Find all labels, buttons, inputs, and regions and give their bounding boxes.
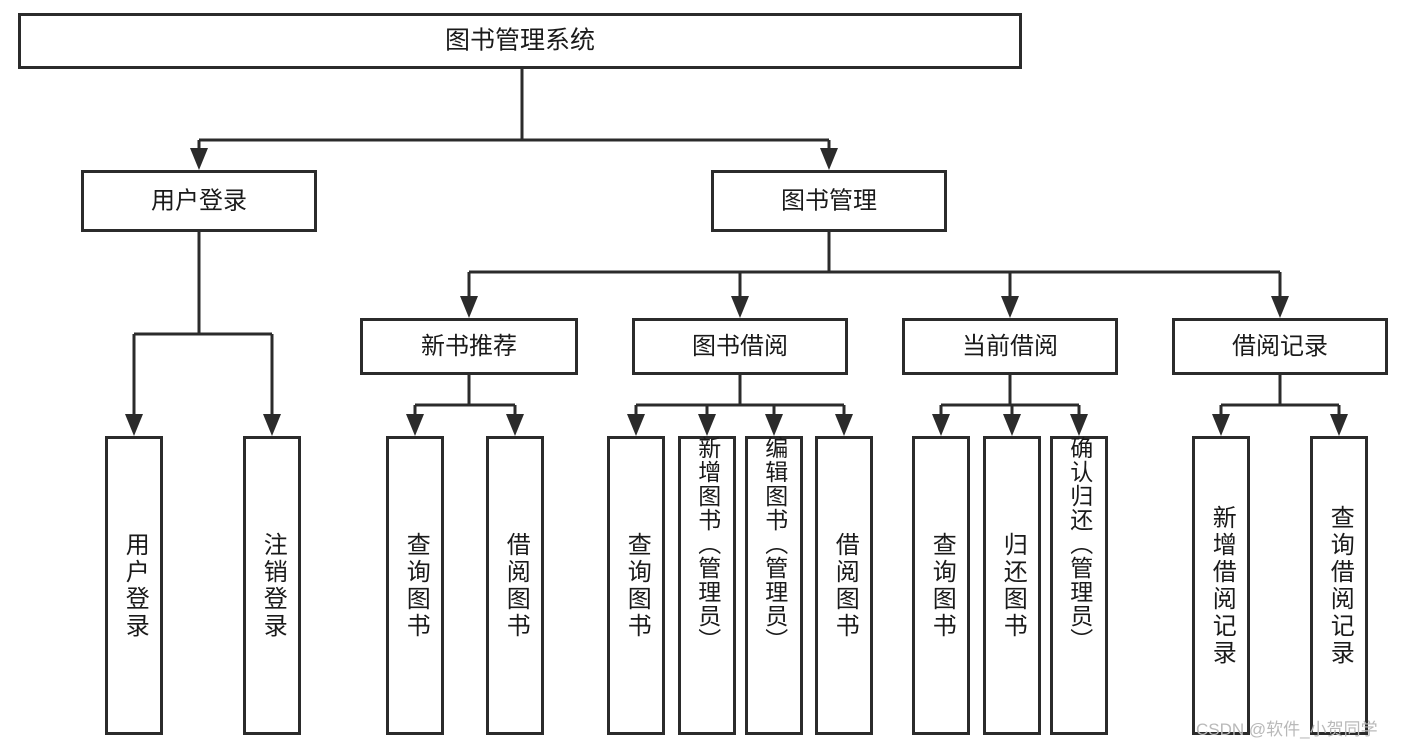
node-label-book-mgmt: 图书管理 xyxy=(781,187,877,214)
node-box-leaf-query-book-bb xyxy=(607,436,665,735)
node-box-book-mgmt xyxy=(711,170,947,232)
node-box-user-login xyxy=(81,170,317,232)
node-box-leaf-return-book xyxy=(983,436,1041,735)
node-box-leaf-borrow-book-rec xyxy=(486,436,544,735)
node-leaf-return-book[interactable] xyxy=(983,436,1041,735)
arrow-head-book-mgmt-3 xyxy=(1271,296,1289,318)
node-leaf-user-login[interactable] xyxy=(105,436,163,735)
node-label-current-borrow: 当前借阅 xyxy=(962,333,1058,360)
node-box-leaf-user-logout xyxy=(243,436,301,735)
node-box-leaf-borrow-book-bb xyxy=(815,436,873,735)
node-box-root xyxy=(18,13,1022,69)
node-box-book-borrow xyxy=(632,318,848,375)
arrow-head-new-book-rec-0 xyxy=(406,414,424,436)
arrow-head-book-borrow-3 xyxy=(835,414,853,436)
node-box-leaf-confirm-return xyxy=(1050,436,1108,735)
node-box-leaf-query-book-cb xyxy=(912,436,970,735)
arrow-head-borrow-record-0 xyxy=(1212,414,1230,436)
node-user-login[interactable]: 用户登录 xyxy=(81,170,317,232)
node-box-current-borrow xyxy=(902,318,1118,375)
node-box-leaf-add-book xyxy=(678,436,736,735)
node-new-book-rec[interactable]: 新书推荐 xyxy=(360,318,578,375)
arrow-head-book-borrow-2 xyxy=(765,414,783,436)
connector-layer xyxy=(125,69,1348,436)
node-label-new-book-rec: 新书推荐 xyxy=(421,333,517,360)
arrow-head-user-login-1 xyxy=(263,414,281,436)
node-box-leaf-user-login xyxy=(105,436,163,735)
arrow-head-current-borrow-1 xyxy=(1003,414,1021,436)
node-leaf-add-book[interactable] xyxy=(678,436,736,735)
node-leaf-edit-book[interactable] xyxy=(745,436,803,735)
arrow-head-borrow-record-1 xyxy=(1330,414,1348,436)
arrow-head-book-borrow-1 xyxy=(698,414,716,436)
node-box-leaf-query-record xyxy=(1310,436,1368,735)
arrow-head-book-mgmt-1 xyxy=(731,296,749,318)
node-box-new-book-rec xyxy=(360,318,578,375)
node-box-leaf-query-book-rec xyxy=(386,436,444,735)
node-current-borrow[interactable]: 当前借阅 xyxy=(902,318,1118,375)
node-label-book-borrow: 图书借阅 xyxy=(692,333,788,360)
node-book-borrow[interactable]: 图书借阅 xyxy=(632,318,848,375)
arrow-head-new-book-rec-1 xyxy=(506,414,524,436)
node-leaf-query-book-bb[interactable] xyxy=(607,436,665,735)
node-leaf-add-record[interactable] xyxy=(1192,436,1250,735)
node-leaf-borrow-book-rec[interactable] xyxy=(486,436,544,735)
node-label-user-login: 用户登录 xyxy=(151,187,247,214)
arrow-head-user-login-0 xyxy=(125,414,143,436)
node-leaf-user-logout[interactable] xyxy=(243,436,301,735)
node-leaf-confirm-return[interactable] xyxy=(1050,436,1108,735)
node-box-leaf-add-record xyxy=(1192,436,1250,735)
node-box-borrow-record xyxy=(1172,318,1388,375)
node-label-root: 图书管理系统 xyxy=(445,27,595,55)
node-root[interactable]: 图书管理系统 xyxy=(18,13,1022,69)
node-borrow-record[interactable]: 借阅记录 xyxy=(1172,318,1388,375)
node-leaf-query-book-rec[interactable] xyxy=(386,436,444,735)
node-book-mgmt[interactable]: 图书管理 xyxy=(711,170,947,232)
arrow-head-book-mgmt-2 xyxy=(1001,296,1019,318)
node-leaf-query-record[interactable] xyxy=(1310,436,1368,735)
arrow-head-book-mgmt-0 xyxy=(460,296,478,318)
node-label-borrow-record: 借阅记录 xyxy=(1232,333,1328,360)
arrow-head-root-0 xyxy=(190,148,208,170)
arrow-head-current-borrow-0 xyxy=(932,414,950,436)
node-leaf-query-book-cb[interactable] xyxy=(912,436,970,735)
arrow-head-current-borrow-2 xyxy=(1070,414,1088,436)
arrow-head-book-borrow-0 xyxy=(627,414,645,436)
node-leaf-borrow-book-bb[interactable] xyxy=(815,436,873,735)
node-box-leaf-edit-book xyxy=(745,436,803,735)
arrow-head-root-1 xyxy=(820,148,838,170)
